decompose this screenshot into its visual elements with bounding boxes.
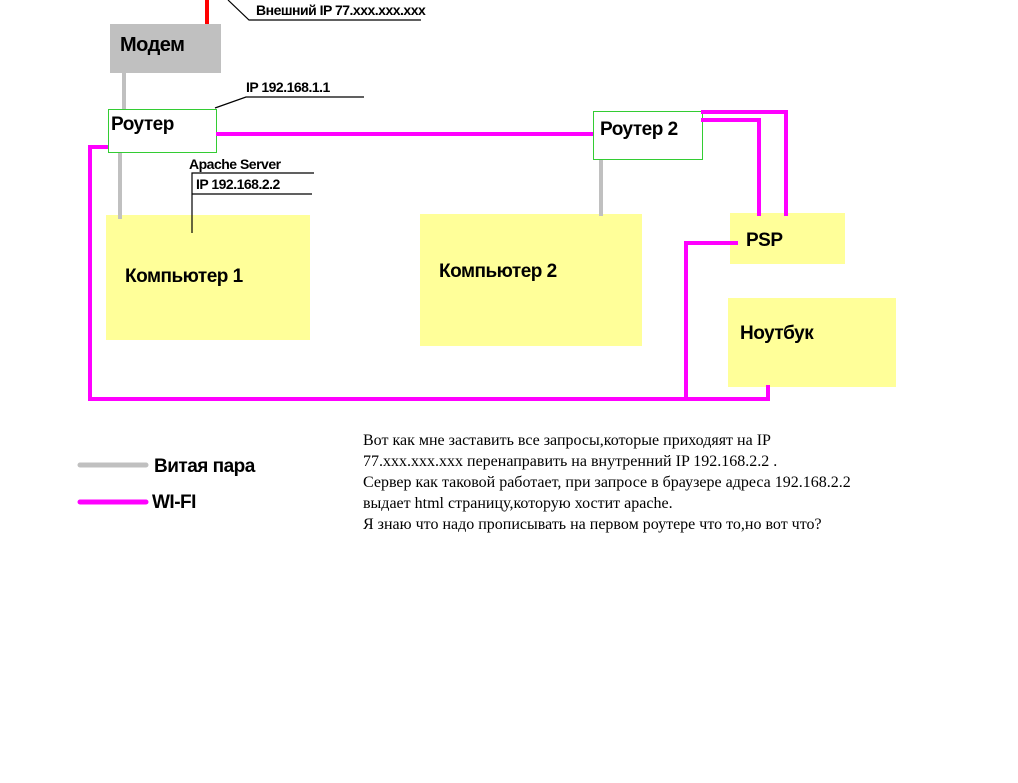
router2-label: Роутер 2 xyxy=(600,119,678,140)
question-line-3: Сервер как таковой работает, при запросе… xyxy=(363,474,851,491)
psp-box xyxy=(730,213,845,264)
laptop-label: Ноутбук xyxy=(740,323,814,344)
modem-label: Модем xyxy=(120,34,185,56)
computer1-box xyxy=(106,215,310,340)
router2-psp-wifi-inner xyxy=(701,118,761,216)
computer2-label: Компьютер 2 xyxy=(439,261,557,282)
legend-twisted-pair-label: Витая пара xyxy=(154,456,255,477)
apache-callout xyxy=(191,172,314,233)
apache-server-label: Apache Server xyxy=(189,156,281,172)
router-box xyxy=(108,109,217,153)
router-ip-label: IP 192.168.1.1 xyxy=(246,79,330,95)
external-ip-label: Внешний IP 77.xxx.xxx.xxx xyxy=(256,2,426,18)
router2-psp-wifi-outer xyxy=(701,110,788,216)
router-label: Роутер xyxy=(111,114,174,135)
external-ip-callout xyxy=(227,0,421,21)
router-ip-callout xyxy=(214,96,364,109)
router-laptop-wifi xyxy=(88,145,770,401)
computer1-label: Компьютер 1 xyxy=(125,266,243,287)
server-ip-label: IP 192.168.2.2 xyxy=(196,176,280,192)
legend-wifi-label: WI-FI xyxy=(152,492,196,513)
psp-laptop-wifi xyxy=(684,241,738,399)
question-line-5: Я знаю что надо прописывать на первом ро… xyxy=(363,516,822,533)
question-line-2: 77.xxx.xxx.xxx перенаправить на внутренн… xyxy=(363,453,778,470)
question-line-4: выдает html страницу,которую хостит apac… xyxy=(363,495,673,512)
router2-box xyxy=(593,111,703,160)
modem-box xyxy=(110,24,221,73)
psp-label: PSP xyxy=(746,230,783,251)
computer2-box xyxy=(420,214,642,346)
laptop-box xyxy=(728,298,896,387)
question-line-1: Вот как мне заставить все запросы,которы… xyxy=(363,432,771,449)
